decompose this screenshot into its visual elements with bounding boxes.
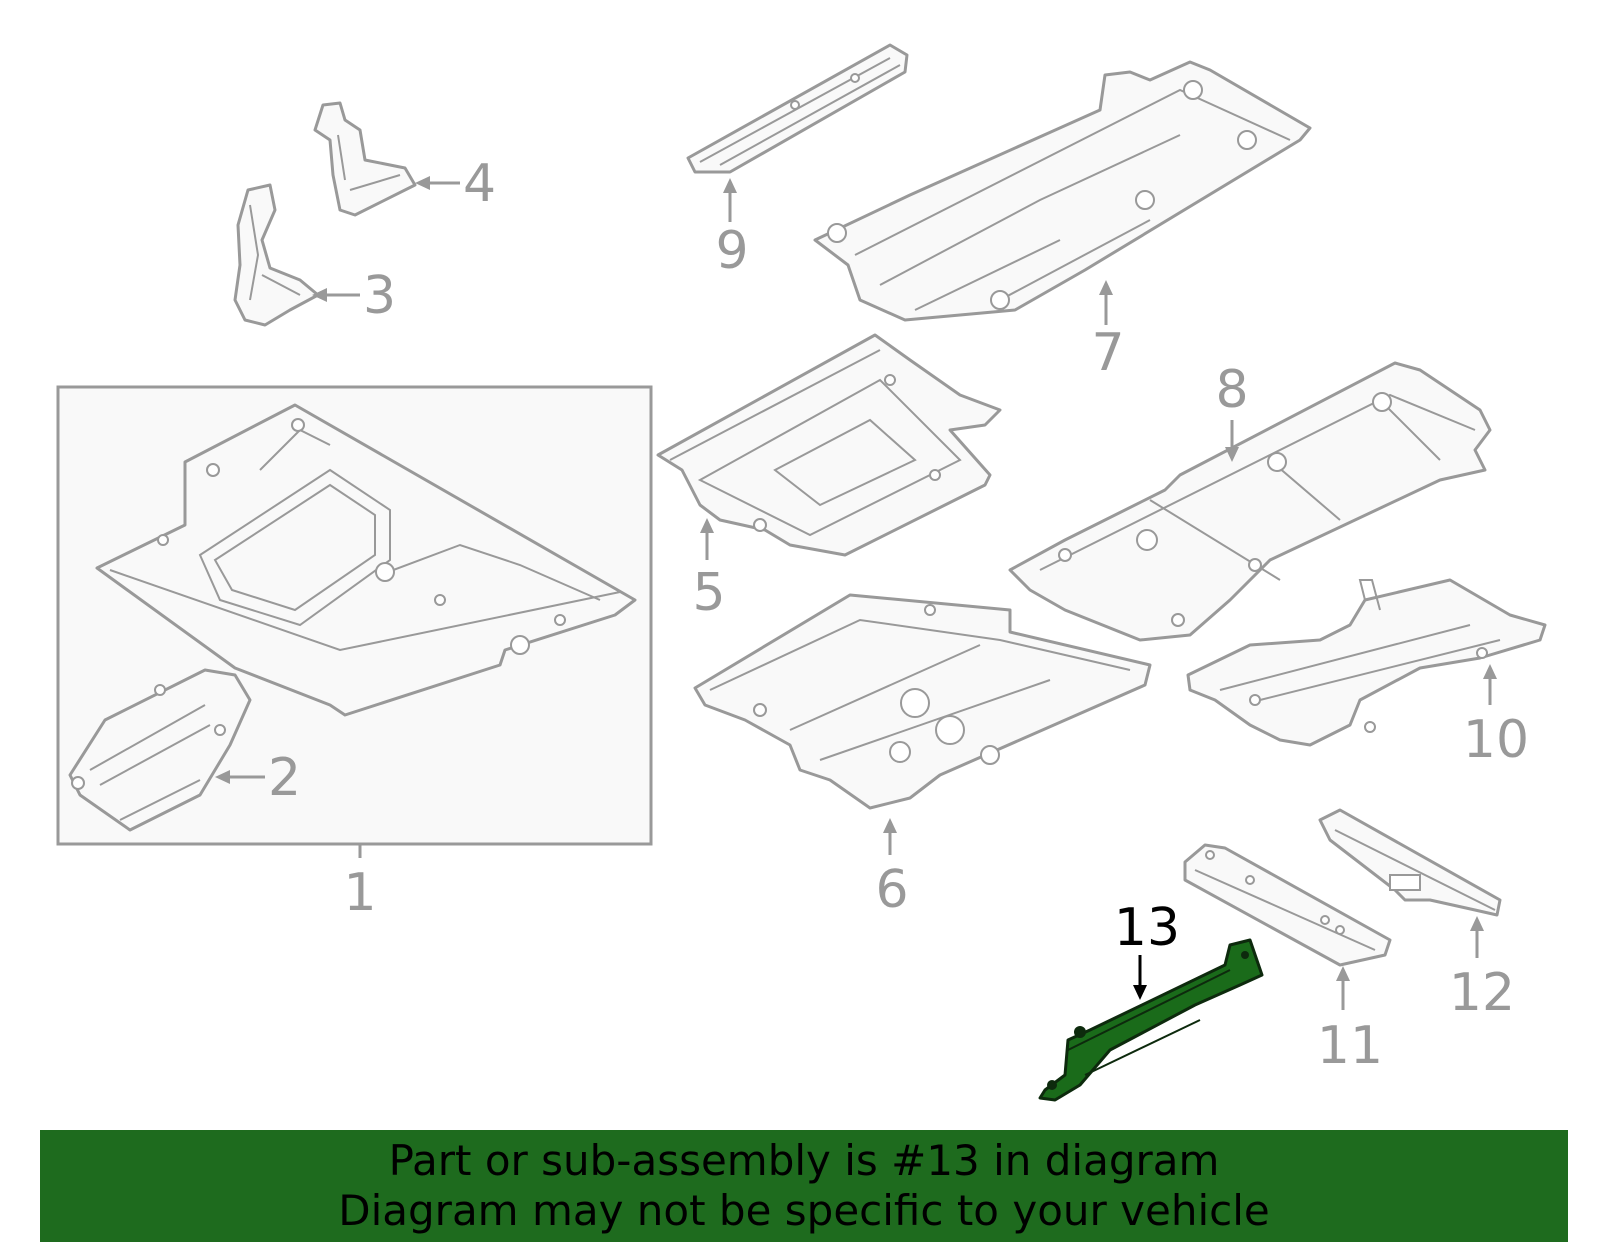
part-9-rail[interactable] bbox=[686, 43, 909, 174]
part-5-shield[interactable] bbox=[656, 333, 1002, 557]
part-3-bracket[interactable] bbox=[233, 183, 320, 327]
callout-6: 6 bbox=[875, 860, 908, 920]
callout-7: 7 bbox=[1091, 323, 1124, 383]
part-8-shield[interactable] bbox=[1008, 361, 1492, 642]
part-7-shield[interactable] bbox=[813, 60, 1312, 322]
part-12-rail[interactable] bbox=[1318, 808, 1502, 917]
banner-line-2: Diagram may not be specific to your vehi… bbox=[338, 1186, 1270, 1235]
callout-12: 12 bbox=[1449, 963, 1515, 1023]
part-13-bracket-highlighted[interactable] bbox=[1038, 938, 1264, 1102]
banner-line-1: Part or sub-assembly is #13 in diagram bbox=[388, 1136, 1220, 1185]
callout-8: 8 bbox=[1215, 360, 1248, 420]
callout-4: 4 bbox=[463, 154, 496, 214]
callout-9: 9 bbox=[715, 221, 748, 281]
callout-1: 1 bbox=[343, 863, 376, 923]
part-4-bracket[interactable] bbox=[313, 101, 417, 217]
callout-2: 2 bbox=[268, 748, 301, 808]
part-1-shield[interactable] bbox=[95, 403, 637, 717]
info-banner: Part or sub-assembly is #13 in diagram D… bbox=[40, 1130, 1568, 1242]
callout-5: 5 bbox=[692, 563, 725, 623]
callout-10: 10 bbox=[1463, 710, 1529, 770]
callout-11: 11 bbox=[1317, 1016, 1383, 1076]
leader-lines bbox=[215, 176, 1497, 1010]
part-6-shield[interactable] bbox=[693, 593, 1152, 810]
part-2-shield[interactable] bbox=[68, 668, 252, 832]
callout-13: 13 bbox=[1114, 898, 1180, 958]
callout-3: 3 bbox=[363, 266, 396, 326]
part-11-rail[interactable] bbox=[1183, 843, 1392, 967]
part-10-shield[interactable] bbox=[1186, 578, 1547, 747]
